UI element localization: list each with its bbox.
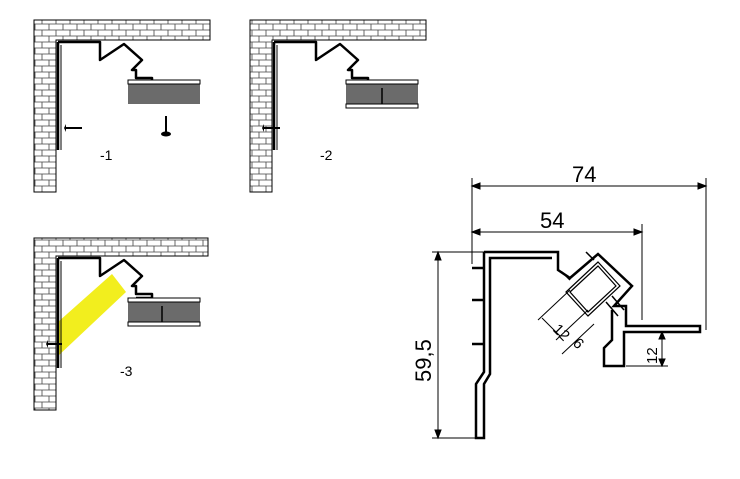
dimension-inner-width bbox=[470, 224, 644, 320]
light-beam bbox=[58, 274, 126, 356]
profile-section bbox=[474, 250, 702, 440]
dimension-step-height bbox=[626, 330, 668, 368]
panel-step-3: -3 bbox=[33, 237, 209, 411]
wall-bricks bbox=[33, 19, 211, 193]
screw-icon bbox=[161, 116, 171, 137]
profile-outline bbox=[272, 40, 370, 150]
step-label: -2 bbox=[320, 147, 333, 163]
panel-step-1: -1 bbox=[33, 19, 211, 193]
screw-icon bbox=[64, 124, 82, 132]
step-label: -3 bbox=[120, 363, 133, 379]
cabinet-panel bbox=[128, 300, 200, 322]
dimension-label: 12 bbox=[549, 321, 573, 345]
profile-ribs bbox=[472, 266, 484, 346]
dimension-height bbox=[432, 250, 484, 440]
wall-bricks bbox=[33, 237, 209, 411]
wall-bricks bbox=[249, 19, 427, 193]
dimension-label: 12 bbox=[644, 347, 661, 364]
dimension-label: 6 bbox=[569, 335, 587, 353]
diffuser bbox=[565, 261, 621, 317]
screw-icon bbox=[46, 340, 62, 348]
cabinet-panel bbox=[128, 82, 200, 104]
dimension-label: 74 bbox=[572, 162, 596, 187]
technical-profile-drawing: 74 54 59,5 12 6 bbox=[411, 162, 708, 440]
profile-outline bbox=[56, 256, 154, 368]
screw-icon bbox=[262, 124, 280, 132]
dimension-diffuser bbox=[537, 289, 595, 355]
dimension-label: 54 bbox=[540, 208, 564, 233]
profile-outline bbox=[56, 40, 154, 150]
panel-step-2: -2 bbox=[249, 19, 427, 193]
dimension-total-width bbox=[470, 178, 708, 330]
step-label: -1 bbox=[100, 147, 113, 163]
dimension-label: 59,5 bbox=[411, 339, 436, 382]
